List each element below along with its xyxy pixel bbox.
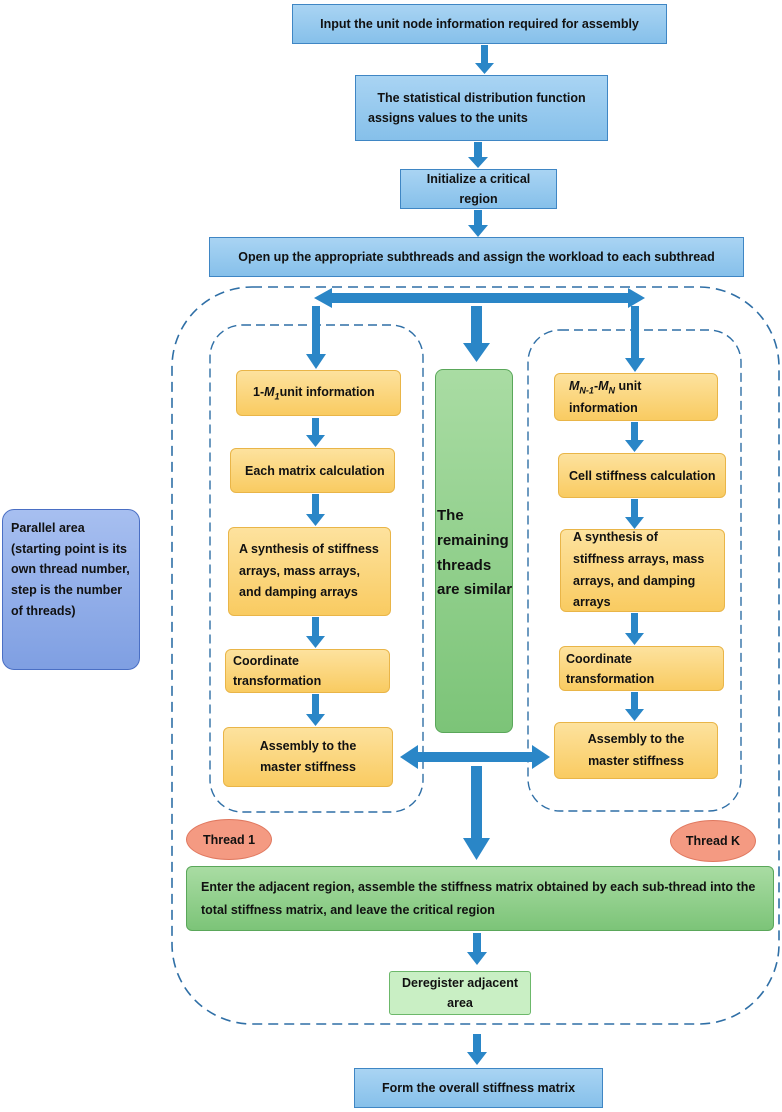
tk-assembly-box: Assembly to the master stiffness	[554, 722, 718, 779]
t1-synthesis-text: A synthesis of stiffness arrays, mass ar…	[239, 541, 379, 600]
arrow-horizontal-top	[314, 288, 645, 308]
arrow-down-5	[467, 1034, 487, 1065]
t1-assembly-text-line2: master stiffness	[260, 760, 356, 774]
arrow-down-center	[463, 306, 490, 362]
parallel-area-border	[171, 286, 780, 1025]
threadk-label: Thread K	[670, 820, 756, 862]
arrow-down-tk-1	[625, 422, 644, 452]
t1-transform-box: Coordinate transformation	[225, 649, 390, 693]
tk-cell-stiffness-text: Cell stiffness calculation	[569, 468, 716, 483]
adjacent-region-box: Enter the adjacent region, assemble the …	[186, 866, 774, 931]
t1-matrix-calc-text: Each matrix calculation	[245, 463, 385, 478]
distribution-text-line2: assigns values to the units	[368, 111, 528, 125]
parallel-area-text: Parallel area (starting point is its own…	[11, 521, 130, 618]
tk-assembly-text-line1: Assembly to the	[587, 732, 685, 747]
open-subthreads-box: Open up the appropriate subthreads and a…	[209, 237, 744, 277]
t1-assembly-text-line1: Assembly to the	[259, 738, 357, 753]
distribution-box: The statistical distribution function as…	[355, 75, 608, 141]
tk-unit-info-box: MN-1-MN unit information	[554, 373, 718, 421]
remaining-threads-box	[435, 369, 513, 733]
t1-unit-info-text: 1-M1unit information	[253, 385, 375, 402]
tk-synthesis-box: A synthesis of stiffness arrays, mass ar…	[560, 529, 725, 612]
tk-unit-info-text: MN-1-MN unit information	[569, 379, 642, 415]
tk-cell-stiffness-box: Cell stiffness calculation	[558, 453, 726, 498]
deregister-text: Deregister adjacent area	[401, 976, 519, 1010]
arrow-down-tk-3	[625, 613, 644, 645]
arrow-down-3	[468, 210, 488, 237]
tk-synthesis-text: A synthesis of stiffness arrays, mass ar…	[573, 529, 705, 610]
init-region-text: Initialize a critical region	[426, 172, 531, 206]
arrow-down-tk-2	[625, 499, 644, 529]
tk-assembly-text-line2: master stiffness	[588, 753, 684, 768]
input-node-text: Input the unit node information required…	[320, 17, 639, 31]
thread1-label: Thread 1	[186, 819, 272, 860]
tk-transform-text: Coordinate transformation	[566, 651, 655, 686]
init-region-box: Initialize a critical region	[400, 169, 557, 209]
distribution-text-line1: The statistical distribution function	[377, 91, 586, 105]
parallel-area-label: Parallel area (starting point is its own…	[2, 509, 140, 670]
arrow-down-4	[467, 933, 487, 965]
deregister-box: Deregister adjacent area	[389, 971, 531, 1015]
arrow-down-t1-3	[306, 617, 325, 648]
arrow-down-t1-top	[306, 306, 326, 369]
tk-transform-box: Coordinate transformation	[559, 646, 724, 691]
input-node-box: Input the unit node information required…	[292, 4, 667, 44]
form-overall-text: Form the overall stiffness matrix	[381, 1081, 576, 1095]
arrow-down-1	[475, 45, 494, 74]
t1-matrix-calc-box: Each matrix calculation	[230, 448, 395, 493]
arrow-down-tk-top	[625, 306, 645, 372]
arrow-down-t1-2	[306, 494, 325, 526]
t1-transform-text: Coordinate transformation	[233, 654, 322, 688]
arrow-down-center-2	[463, 766, 490, 860]
form-overall-box: Form the overall stiffness matrix	[354, 1068, 603, 1108]
open-subthreads-text: Open up the appropriate subthreads and a…	[238, 250, 715, 264]
t1-synthesis-box: A synthesis of stiffness arrays, mass ar…	[228, 527, 391, 616]
arrow-down-2	[468, 142, 488, 168]
arrow-down-t1-1	[306, 418, 325, 447]
remaining-threads-text: The remaining threads are similar	[437, 507, 513, 599]
arrow-down-tk-4	[625, 692, 644, 721]
arrow-down-t1-4	[306, 694, 325, 726]
t1-unit-info-box: 1-M1unit information	[236, 370, 401, 416]
adjacent-region-text: Enter the adjacent region, assemble the …	[201, 880, 756, 917]
arrow-horizontal-bottom	[400, 745, 550, 769]
t1-assembly-box: Assembly to the master stiffness	[223, 727, 393, 787]
